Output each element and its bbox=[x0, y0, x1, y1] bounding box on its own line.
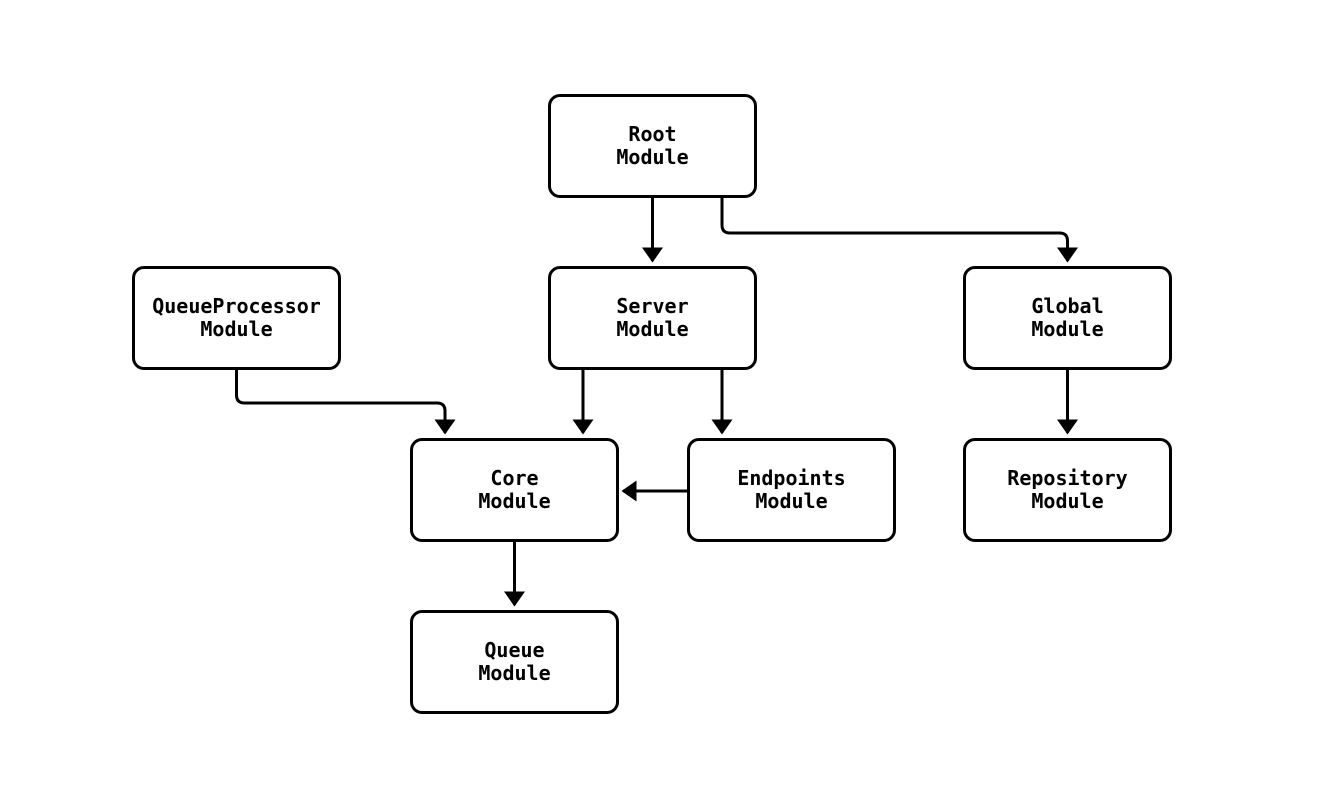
node-repository-module-label: Repository Module bbox=[1007, 466, 1128, 513]
node-server-module: Server Module bbox=[548, 266, 757, 370]
node-endpoints-module: Endpoints Module bbox=[687, 438, 896, 542]
node-repository-module: Repository Module bbox=[963, 438, 1172, 542]
node-root-module-label: Root Module bbox=[616, 122, 689, 169]
node-server-module-label: Server Module bbox=[616, 294, 689, 341]
node-core-module-label: Core Module bbox=[478, 466, 551, 513]
node-global-module: Global Module bbox=[963, 266, 1172, 370]
node-endpoints-module-label: Endpoints Module bbox=[737, 466, 846, 513]
edge-queueprocessor-to-core bbox=[235, 370, 456, 435]
node-global-module-label: Global Module bbox=[1031, 294, 1104, 341]
edge-root-to-global bbox=[720, 198, 1078, 263]
node-queue-module: Queue Module bbox=[410, 610, 619, 714]
node-root-module: Root Module bbox=[548, 94, 757, 198]
node-queueprocessor-module-label: QueueProcessor Module bbox=[152, 294, 321, 341]
node-queueprocessor-module: QueueProcessor Module bbox=[132, 266, 341, 370]
node-core-module: Core Module bbox=[410, 438, 619, 542]
node-queue-module-label: Queue Module bbox=[478, 638, 551, 685]
